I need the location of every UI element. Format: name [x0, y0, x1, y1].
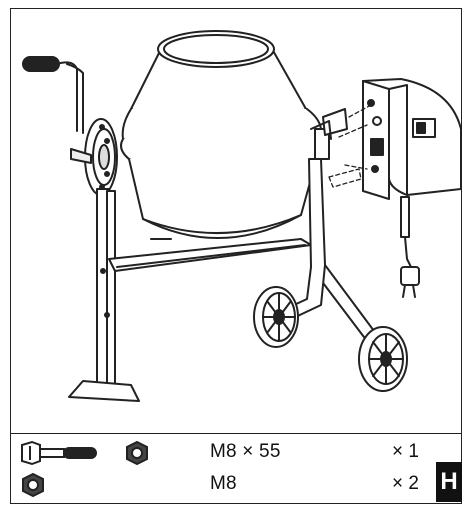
nut-icon	[126, 440, 148, 466]
wheel-front	[358, 326, 408, 392]
part-spec: M8 × 55	[210, 441, 281, 462]
mixer-assembly-illustration	[22, 30, 461, 402]
mounting-bracket	[310, 108, 348, 140]
bolt-icon	[21, 440, 97, 466]
crank-handle	[22, 56, 84, 134]
part-quantity: × 2	[392, 473, 419, 494]
mixer-drum	[120, 30, 325, 240]
page-frame	[10, 8, 462, 504]
motor-housing	[362, 78, 461, 200]
power-cord	[400, 196, 420, 298]
step-label-badge: H	[436, 462, 462, 502]
parts-divider	[10, 433, 462, 434]
left-leg	[68, 188, 140, 402]
nut-icon	[22, 472, 44, 498]
parts-list: M8 × 55 × 1 M8 × 2	[12, 436, 452, 502]
part-quantity: × 1	[392, 441, 419, 462]
alignment-guides	[328, 104, 372, 188]
parts-row: M8 × 2	[12, 470, 452, 500]
part-spec: M8	[210, 473, 237, 494]
wheel-back	[253, 286, 299, 348]
parts-row: M8 × 55 × 1	[12, 438, 452, 468]
cross-brace	[108, 238, 312, 272]
